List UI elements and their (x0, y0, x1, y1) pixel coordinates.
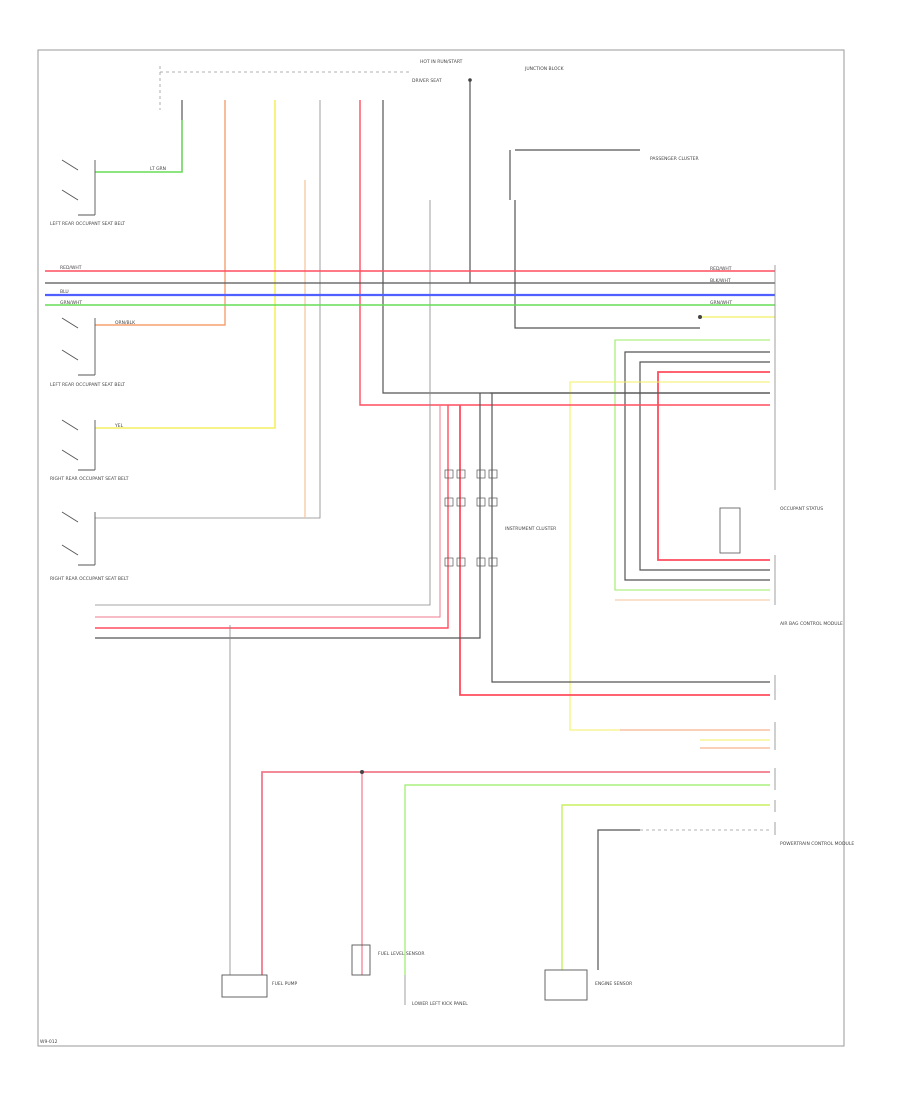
label-right-green: GRN/WHT (710, 300, 732, 306)
label-orn-blk: ORN/BLK (115, 320, 136, 326)
fuel-pump-label: FUEL PUMP (272, 981, 298, 987)
center-connector-marks (444, 469, 498, 567)
left-front-switch (61, 159, 96, 216)
wire-lt-grn (95, 120, 183, 173)
fuel-pump-box (221, 974, 268, 998)
label-right-gray: BLK/WHT (710, 278, 731, 284)
occupant-sensor-box (719, 507, 741, 554)
wire-green-loop (614, 339, 770, 591)
powertrain-label: POWERTRAIN CONTROL MODULE (780, 841, 854, 847)
bus-label-red: RED/WHT (60, 265, 82, 271)
wire-yellowgreen-lower (561, 804, 770, 970)
page-ref: W9-012 (40, 1039, 58, 1045)
right-front-switch (61, 419, 96, 471)
center-connector-label: INSTRUMENT CLUSTER (505, 526, 556, 532)
splice-3 (468, 78, 472, 82)
label-lt-grn: LT GRN (150, 166, 166, 172)
wire-gray-lower (597, 829, 640, 970)
diagram-frame (37, 49, 845, 1047)
wire-yellow-loop (569, 381, 770, 731)
wire-pink-center (95, 405, 441, 618)
airbag-module-label: AIR BAG CONTROL MODULE (780, 621, 843, 627)
rf-occupant-label: RIGHT REAR OCCUPANT SEAT BELT (50, 476, 129, 482)
wire-blk-wht (95, 200, 431, 606)
wire-pink-main (261, 771, 770, 975)
wire-gray-loop1 (624, 351, 770, 581)
wire-orn-blk (95, 100, 226, 326)
splice-2 (698, 315, 702, 319)
wire-green-lower (404, 784, 770, 975)
wire-gray-drop (382, 100, 770, 394)
fuel-level-sensor-box (351, 944, 371, 976)
passenger-cluster-label: PASSENGER CLUSTER (650, 156, 699, 162)
rr-occupant-label: RIGHT REAR OCCUPANT SEAT BELT (50, 576, 129, 582)
driver-seat-label: DRIVER SEAT (412, 78, 442, 84)
occupant-status-label: OCCUPANT STATUS (780, 506, 823, 512)
engine-sensor-box (544, 969, 588, 1001)
top-header-label: HOT IN RUN/START (420, 59, 463, 65)
wire-red-center (95, 405, 449, 629)
wire-red-to-module (459, 405, 770, 696)
wire-gray-loop2 (639, 361, 770, 571)
label-yel: YEL (114, 423, 124, 429)
bus-label-blue: BLU (60, 289, 69, 295)
wire-red-loop (657, 371, 770, 561)
fuel-level-label: FUEL LEVEL SENSOR (378, 951, 424, 957)
splice-1 (360, 770, 364, 774)
engine-sensor-label: ENGINE SENSOR (595, 981, 632, 987)
wire-gray-to-module (491, 393, 770, 683)
ground-label: LOWER LEFT KICK PANEL (412, 1001, 468, 1007)
wire-drop-4 (95, 100, 321, 519)
wire-red-drop (359, 100, 460, 406)
bus-label-green: GRN/WHT (60, 300, 82, 306)
wire-yel (95, 100, 276, 429)
lr-occupant-label: LEFT REAR OCCUPANT SEAT BELT (50, 382, 125, 388)
left-rear-switch (61, 317, 96, 376)
wire-gray-center (95, 393, 481, 639)
label-right-red: RED/WHT (710, 266, 732, 272)
right-rear-switch (61, 511, 96, 566)
lf-occupant-label: LEFT REAR OCCUPANT SEAT BELT (50, 221, 125, 227)
passenger-loop (514, 200, 700, 329)
junction-block-label: JUNCTION BLOCK (524, 66, 565, 72)
